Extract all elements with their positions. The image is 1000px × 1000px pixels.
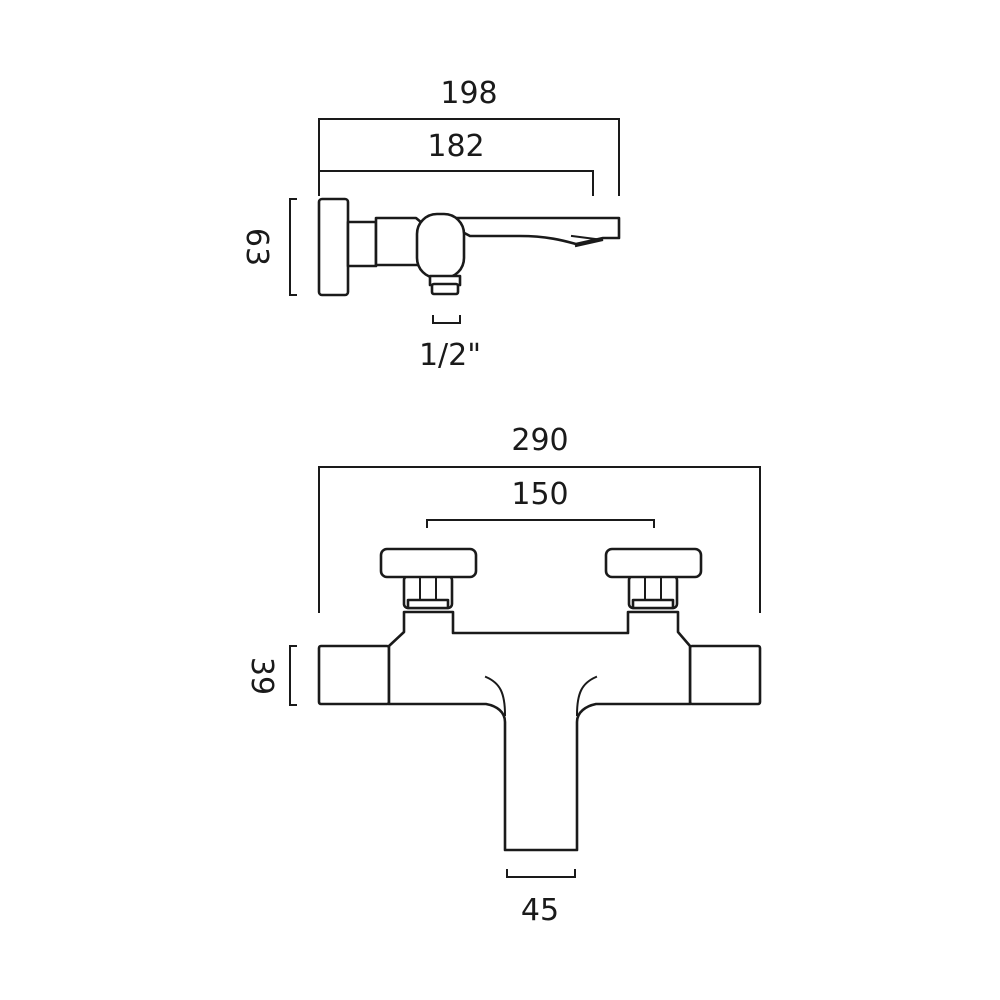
front-view: 290 150 39 xyxy=(244,423,762,928)
hose-outlet-thread xyxy=(430,282,460,296)
dimension-overall-depth-label: 198 xyxy=(440,76,497,111)
spout-curve-left xyxy=(484,675,507,717)
wall-connector xyxy=(346,220,378,268)
dimension-overall-width: 290 xyxy=(318,423,761,613)
control-knob-side xyxy=(415,212,466,280)
dimension-height-label: 63 xyxy=(239,228,274,266)
dimension-thread: 1/2" xyxy=(419,315,481,373)
valve-body-front xyxy=(387,610,692,852)
spout-curve-right xyxy=(575,675,598,717)
left-end-cap xyxy=(317,644,391,706)
dimension-height: 63 xyxy=(239,198,297,296)
dimension-spout-depth-label: 182 xyxy=(427,129,484,164)
dimension-thread-label: 1/2" xyxy=(419,338,481,373)
spout-side xyxy=(434,216,621,246)
dimension-spout-depth: 182 xyxy=(318,129,594,196)
dimension-handle-centers: 150 xyxy=(426,477,655,528)
right-end-cap xyxy=(688,644,762,706)
dimension-body-height: 39 xyxy=(244,645,297,706)
dimension-spout-width: 45 xyxy=(506,869,576,928)
left-handle xyxy=(379,547,478,610)
dimension-body-height-label: 39 xyxy=(244,657,279,695)
wall-plate xyxy=(317,197,350,297)
side-view: 198 182 63 1/2" xyxy=(239,76,621,373)
dimension-overall-depth: 198 xyxy=(318,76,620,196)
right-handle xyxy=(604,547,703,610)
spout-outlet xyxy=(570,234,604,248)
dimension-spout-width-label: 45 xyxy=(521,893,559,928)
dimension-overall-width-label: 290 xyxy=(511,423,568,458)
dimension-handle-centers-label: 150 xyxy=(511,477,568,512)
